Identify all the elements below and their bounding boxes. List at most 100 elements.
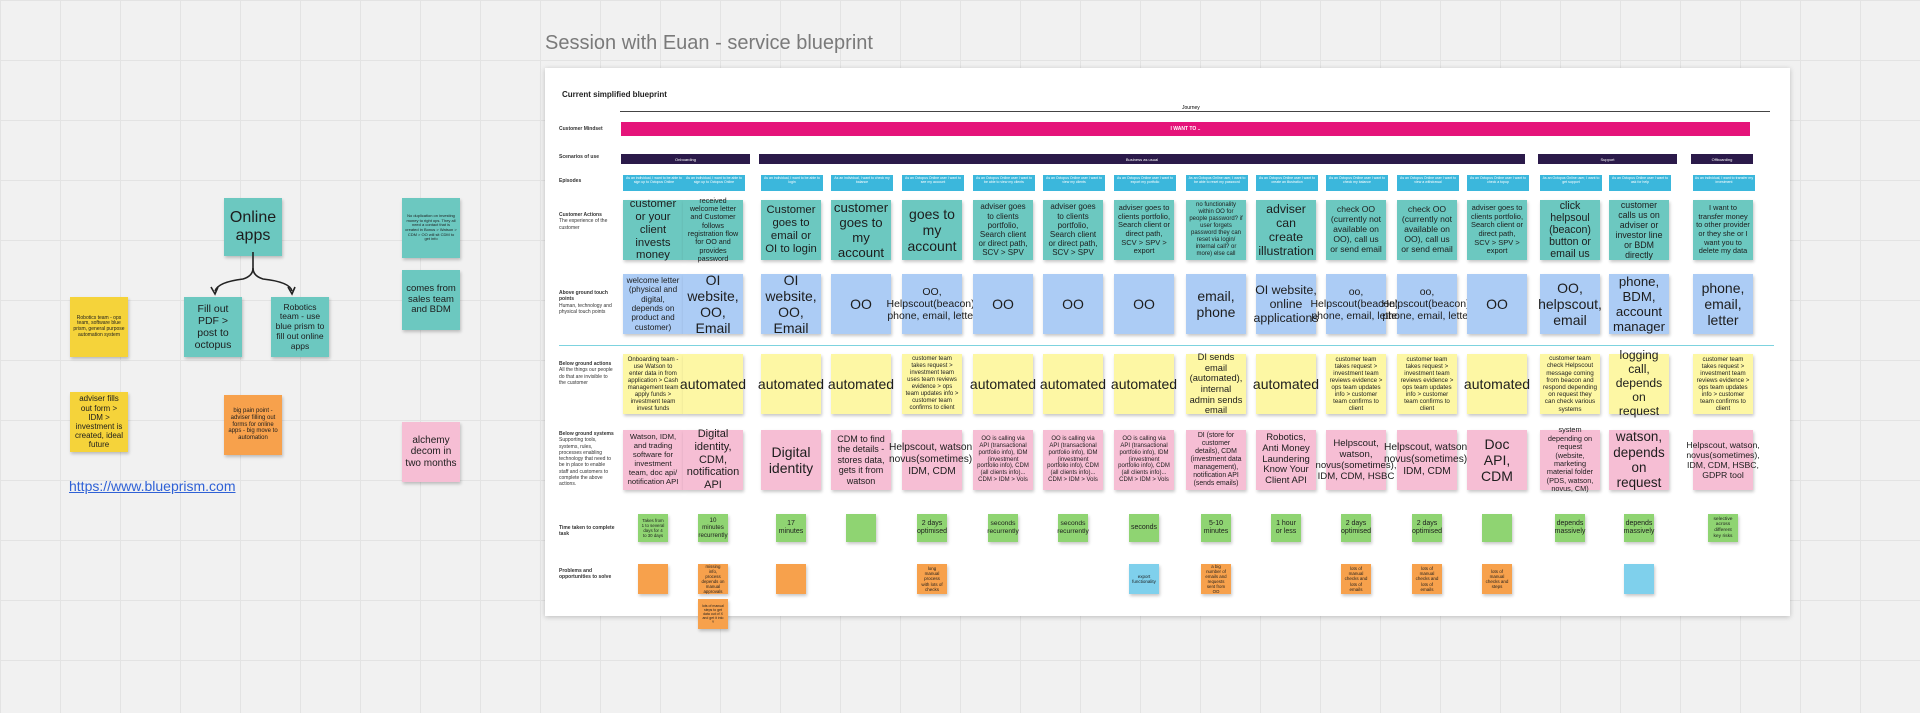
customer-action[interactable]: adviser goes to clients portfolio, Searc…: [1043, 200, 1103, 260]
below-ground-action[interactable]: automated: [758, 354, 824, 414]
episode-card[interactable]: As an Octopus Online user, I want to get…: [1540, 175, 1602, 191]
system[interactable]: Robotics, Anti Money Laundering Know You…: [1256, 430, 1316, 490]
episode-card[interactable]: As an Octopus Online user I want to expo…: [1114, 175, 1176, 191]
problem-note[interactable]: missing info, process depends on manual …: [698, 564, 728, 594]
system[interactable]: Helpscout, watson, novus(sometimes), IDM…: [1315, 430, 1397, 490]
touchpoint[interactable]: OO: [1114, 274, 1174, 334]
below-ground-action[interactable]: DI sends email (automated), internal adm…: [1186, 352, 1246, 415]
episode-card[interactable]: As an individual, I want to be able to l…: [761, 175, 823, 191]
customer-action[interactable]: check OO (currently not available on OO)…: [1326, 200, 1386, 260]
system[interactable]: DI (store for customer details), CDM (in…: [1186, 430, 1246, 490]
system[interactable]: Watson, IDM, and trading software for in…: [623, 430, 683, 490]
touchpoint[interactable]: OI website, OO, Email: [761, 272, 821, 336]
touchpoint[interactable]: OI website, online applications: [1254, 274, 1318, 334]
time-note[interactable]: depends massively: [1555, 514, 1585, 542]
system[interactable]: Helpscout, watson, novus(sometimes), IDM…: [1686, 430, 1760, 490]
episode-card[interactable]: As an Octopus Online user, I want to be …: [1186, 175, 1248, 191]
system[interactable]: OO is calling via API (transactional por…: [1114, 430, 1174, 490]
system[interactable]: OO is calling via API (transactional por…: [973, 430, 1033, 490]
problem-note[interactable]: export functionality: [1129, 564, 1159, 594]
episode-card[interactable]: As an individual, I want to check my bal…: [831, 175, 893, 191]
note-fill-out-pdf[interactable]: Fill out PDF > post to octopus: [184, 297, 242, 357]
problem-note-extra[interactable]: lots of manual steps to get data out of …: [698, 599, 728, 629]
touchpoint[interactable]: OO: [831, 274, 891, 334]
problem-note[interactable]: [776, 564, 806, 594]
time-note[interactable]: seconds recurrently: [1057, 514, 1089, 542]
system[interactable]: Helpscout, watson, novus(sometimes), IDM…: [889, 430, 975, 490]
episode-card[interactable]: As an Octopus Online user I want to see …: [902, 175, 964, 191]
time-note[interactable]: 17 minutes: [776, 514, 806, 542]
episode-card[interactable]: As an individual, I want to be able to s…: [623, 175, 685, 191]
time-note[interactable]: depends massively: [1624, 514, 1654, 542]
below-ground-action[interactable]: automated: [1040, 354, 1106, 414]
system[interactable]: Doc API, CDM: [1467, 430, 1527, 490]
episode-card[interactable]: As an Octopus Online user I want to be a…: [973, 175, 1035, 191]
customer-action[interactable]: customer calls us on adviser or investor…: [1609, 200, 1669, 260]
time-note[interactable]: [846, 514, 876, 542]
note-adviser-fills[interactable]: adviser fills out form > IDM > investmen…: [70, 392, 128, 452]
touchpoint[interactable]: phone, BDM, account manager: [1609, 274, 1669, 334]
below-ground-action[interactable]: automated: [1111, 354, 1177, 414]
customer-action[interactable]: adviser can create illustration: [1256, 200, 1316, 260]
customer-action[interactable]: adviser goes to clients portfolio, Searc…: [973, 200, 1033, 260]
below-ground-action[interactable]: automated: [1464, 354, 1530, 414]
note-robotics-team[interactable]: Robotics team - use blue prism to fill o…: [271, 297, 329, 357]
time-note[interactable]: seconds: [1129, 514, 1159, 542]
below-ground-action[interactable]: customer team takes request > investment…: [1397, 354, 1457, 414]
system[interactable]: Helpscout, watson, novus(sometimes), IDM…: [1384, 430, 1470, 490]
below-ground-action[interactable]: customer team takes request > investment…: [1693, 354, 1753, 414]
note-big-pain-point[interactable]: big pain point - adviser filling out for…: [224, 395, 282, 455]
below-ground-action[interactable]: logging call, depends on request: [1609, 348, 1669, 418]
episode-card[interactable]: As an Octopus Online user I want to crea…: [1256, 175, 1318, 191]
below-ground-action[interactable]: customer team takes request > investment…: [902, 354, 962, 414]
problem-note[interactable]: lots of manual checks and lots of emails: [1412, 564, 1442, 594]
note-no-duplication[interactable]: No duplication on investing money to rig…: [402, 198, 460, 258]
touchpoint[interactable]: email, phone: [1186, 274, 1246, 334]
time-note[interactable]: seconds recurrently: [987, 514, 1019, 542]
time-note[interactable]: Takes from 1 to several days for 4 to 30…: [638, 514, 668, 542]
system[interactable]: system depending on request (website, ma…: [1540, 426, 1600, 493]
problem-note[interactable]: a big number of emails and requests sent…: [1201, 564, 1231, 594]
customer-action[interactable]: Customer goes to email or OI to login: [761, 200, 821, 260]
blueprism-link[interactable]: https://www.blueprism.com: [69, 478, 236, 494]
customer-action[interactable]: goes to my account: [902, 200, 962, 260]
problem-note[interactable]: [1624, 564, 1654, 594]
touchpoint[interactable]: phone, email, letter: [1693, 274, 1753, 334]
note-online-apps[interactable]: Online apps: [224, 198, 282, 256]
touchpoint[interactable]: OO: [1043, 274, 1103, 334]
note-robotics-ops[interactable]: Robotics team - ops team, software blue …: [70, 297, 128, 357]
system[interactable]: watson, depends on request: [1609, 429, 1669, 490]
touchpoint[interactable]: OO, helpscout, email: [1538, 274, 1602, 334]
time-note[interactable]: 1 hour or less: [1271, 514, 1301, 542]
note-alchemy-decom[interactable]: alchemy decom in two months: [402, 422, 460, 482]
customer-action[interactable]: no functionality within OO for people pa…: [1186, 200, 1246, 260]
customer-action[interactable]: click helpsoul (beacon) button or email …: [1540, 200, 1600, 260]
time-note[interactable]: selective across different key risks: [1708, 514, 1738, 542]
below-ground-action[interactable]: automated: [1253, 354, 1319, 414]
time-note[interactable]: [1482, 514, 1512, 542]
problem-note[interactable]: [638, 564, 668, 594]
time-note[interactable]: 2 days optimised: [1341, 514, 1371, 542]
customer-action[interactable]: check OO (currently not available on OO)…: [1397, 200, 1457, 260]
system[interactable]: Digital identity, CDM, notification API: [683, 428, 743, 491]
below-ground-action[interactable]: automated: [828, 354, 894, 414]
customer-action[interactable]: customer goes to my account: [831, 200, 891, 260]
customer-action[interactable]: adviser goes to clients portfolio, Searc…: [1114, 200, 1174, 260]
below-ground-action[interactable]: automated: [970, 354, 1036, 414]
problem-note[interactable]: lots of manual checks and steps: [1482, 564, 1512, 594]
time-note[interactable]: 5-10 minutes: [1201, 514, 1231, 542]
below-ground-action[interactable]: automated: [680, 354, 746, 414]
touchpoint[interactable]: OO, Helpscout(beacon), phone, email, let…: [886, 274, 978, 334]
touchpoint[interactable]: OO: [1467, 274, 1527, 334]
episode-card[interactable]: As an Octopus Online user I want to view…: [1397, 175, 1459, 191]
customer-action[interactable]: received welcome letter and Customer fol…: [683, 196, 743, 262]
below-ground-action[interactable]: Onboarding team - use Watson to enter da…: [623, 354, 683, 414]
episode-card[interactable]: As an individual, I want to be able to s…: [683, 175, 745, 191]
episode-card[interactable]: As an Octopus Online user I want to view…: [1043, 175, 1105, 191]
below-ground-action[interactable]: customer team check Helpscout message co…: [1540, 354, 1600, 414]
problem-note[interactable]: long manual process with lots of checks: [917, 564, 947, 594]
touchpoint[interactable]: oo, Helpscout(beacon), phone, email, let…: [1310, 274, 1402, 334]
episode-card[interactable]: As an individual, I want to transfer my …: [1693, 175, 1755, 191]
system[interactable]: Digital identity: [761, 430, 821, 490]
touchpoint[interactable]: OO: [973, 274, 1033, 334]
